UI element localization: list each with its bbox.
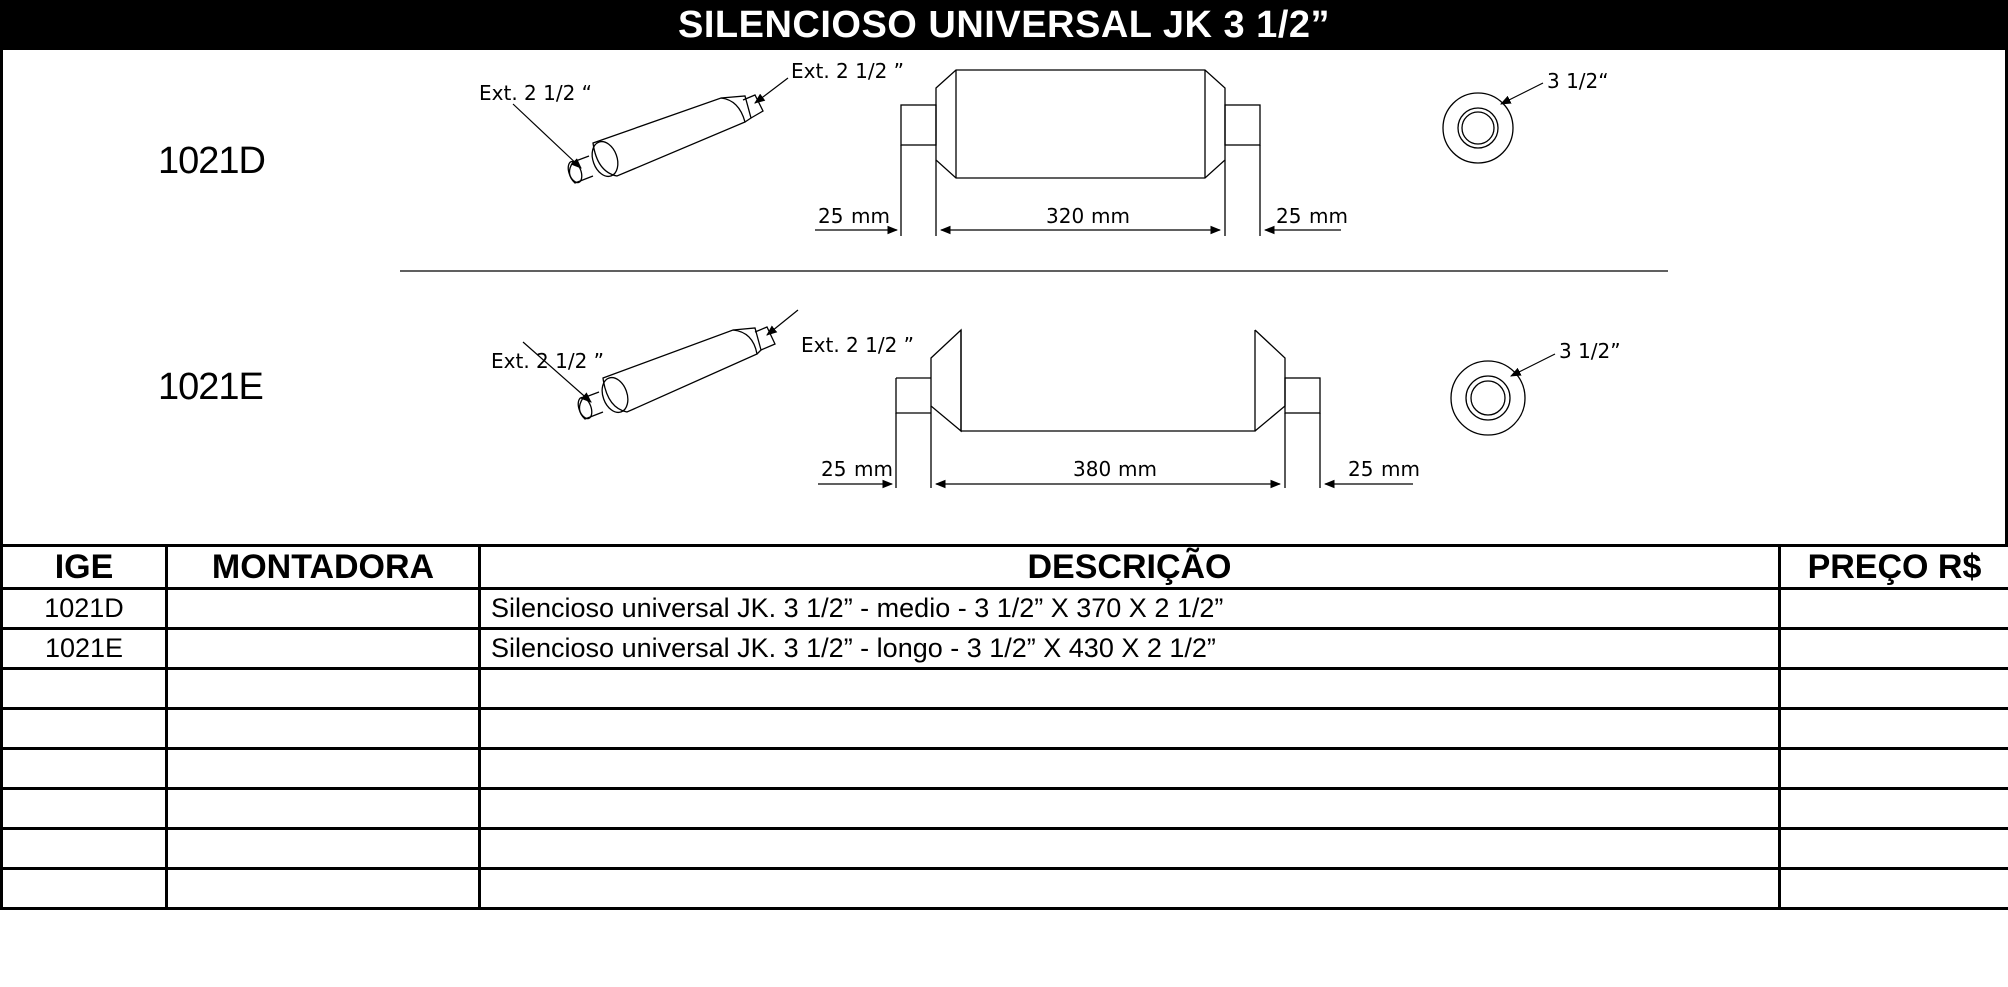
cell-montadora [165,587,481,630]
right-dim-1021d: 25 [1276,204,1301,228]
cell-descricao [478,707,1781,750]
cell-montadora [165,867,481,910]
outlet-label-1021e: Ext. 2 1/2 ” [801,333,914,357]
cell-ige [0,827,168,870]
drawing-area: 1021D 1021E Ext. 2 [0,48,2008,544]
left-dim-1021e: 25 [821,457,846,481]
cell-preco [1778,667,2008,710]
cell-preco [1778,627,2008,670]
muffler-side-view-1021e [895,328,1321,488]
left-unit-1021e: mm [854,457,893,481]
cell-ige: 1021E [0,627,168,670]
right-unit-1021d: mm [1309,204,1348,228]
cell-descricao [478,787,1781,830]
cell-ige [0,747,168,790]
page-title: SILENCIOSO UNIVERSAL JK 3 1/2” [0,0,2008,50]
inlet-label-1021d: Ext. 2 1/2 “ [479,81,592,105]
cell-descricao: Silencioso universal JK. 3 1/2” - longo … [478,627,1781,670]
table-header-row: IGE MONTADORA DESCRIÇÃO PREÇO R$ [0,544,2008,590]
cell-montadora [165,667,481,710]
cell-descricao [478,667,1781,710]
cell-descricao [478,827,1781,870]
parts-table: IGE MONTADORA DESCRIÇÃO PREÇO R$ 1021D S… [0,544,2008,910]
center-dim-1021d: 320 [1046,204,1084,228]
muffler-end-view-1021d [1442,92,1514,164]
cell-preco [1778,747,2008,790]
diameter-label-1021e: 3 1/2” [1559,339,1621,363]
technical-drawings: Ext. 2 1/2 “ Ext. 2 1/2 ” [400,59,1668,489]
inlet-label-1021e: Ext. 2 1/2 ” [491,349,604,373]
table-row [0,667,2008,710]
right-dim-1021e: 25 [1348,457,1373,481]
table-row [0,747,2008,790]
table-row [0,827,2008,870]
cell-ige: 1021D [0,587,168,630]
cell-montadora [165,787,481,830]
table-row [0,867,2008,910]
cell-preco [1778,787,2008,830]
diameter-label-1021d: 3 1/2“ [1547,69,1609,93]
center-unit-1021d: mm [1091,204,1130,228]
center-unit-1021e: mm [1118,457,1157,481]
cell-montadora [165,627,481,670]
cell-montadora [165,747,481,790]
header-preco: PREÇO R$ [1778,544,2008,590]
cell-preco [1778,827,2008,870]
cell-descricao [478,747,1781,790]
cell-preco [1778,707,2008,750]
center-dim-1021e: 380 [1073,457,1111,481]
cell-ige [0,707,168,750]
table-row: 1021E Silencioso universal JK. 3 1/2” - … [0,627,2008,670]
header-descricao: DESCRIÇÃO [478,544,1781,590]
cell-montadora [165,827,481,870]
cell-ige [0,787,168,830]
muffler-isometric-1021d [567,94,764,184]
table-row: 1021D Silencioso universal JK. 3 1/2” - … [0,587,2008,630]
table-row [0,787,2008,830]
cell-preco [1778,867,2008,910]
table-row [0,707,2008,750]
right-unit-1021e: mm [1381,457,1420,481]
cell-descricao [478,867,1781,910]
left-unit-1021d: mm [851,204,890,228]
muffler-isometric-1021e [577,326,776,420]
cell-ige [0,667,168,710]
header-ige: IGE [0,544,168,590]
left-dim-1021d: 25 [818,204,843,228]
cell-preco [1778,587,2008,630]
muffler-end-view-1021e [1450,360,1526,436]
outlet-label-1021d: Ext. 2 1/2 ” [791,59,904,83]
cell-descricao: Silencioso universal JK. 3 1/2” - medio … [478,587,1781,630]
header-montadora: MONTADORA [165,544,481,590]
cell-ige [0,867,168,910]
drawing-code-1021e: 1021E [158,366,264,408]
cell-montadora [165,707,481,750]
drawing-code-1021d: 1021D [158,140,266,182]
muffler-side-view-1021d [900,69,1261,236]
